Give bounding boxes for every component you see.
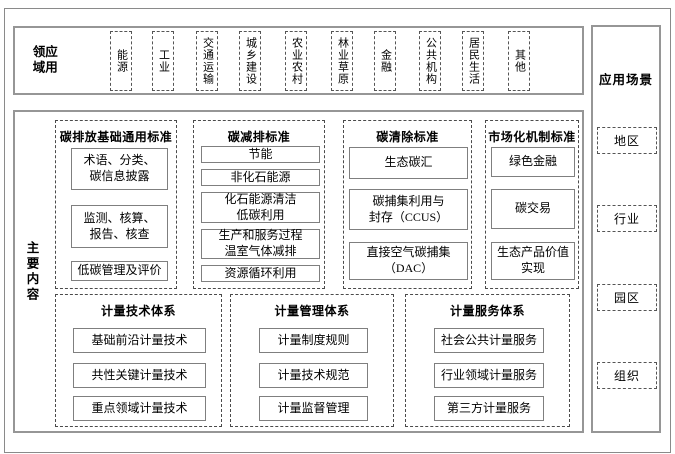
group-title: 计量管理体系	[274, 304, 350, 318]
application-scenarios-title: 应用场景	[598, 73, 653, 87]
group-carbon-emission-basic-standards: 碳排放基础通用标准 术语、分类、 碳信息披露 监测、核算、 报告、核查 低碳管理…	[55, 120, 177, 289]
standard-item: 监测、核算、 报告、核查	[71, 205, 168, 248]
field-label: 能源	[115, 49, 128, 73]
group-title: 碳排放基础通用标准	[59, 130, 173, 144]
group-title: 碳减排标准	[227, 130, 291, 144]
standard-item: 碳交易	[491, 189, 575, 229]
metrology-item: 社会公共计量服务	[434, 328, 544, 353]
application-fields-band: 应用领域 能源 工业 交通运输 城乡建设 农业农村 林业草原 金融 公共机构 居…	[13, 26, 584, 95]
metrology-item: 第三方计量服务	[434, 396, 544, 421]
field-box-transport: 交通运输	[196, 31, 218, 91]
field-box-others: 其他	[508, 31, 530, 91]
standard-item: 化石能源清洁 低碳利用	[201, 192, 320, 223]
field-label: 林业草原	[336, 37, 349, 85]
main-content-label: 主要内容	[24, 240, 39, 303]
group-carbon-removal-standards: 碳清除标准 生态碳汇 碳捕集利用与 封存（CCUS） 直接空气碳捕集 （DAC）	[343, 120, 472, 289]
group-carbon-reduction-standards: 碳减排标准 节能 非化石能源 化石能源清洁 低碳利用 生产和服务过程 温室气体减…	[193, 120, 325, 289]
field-box-industry: 工业	[152, 31, 174, 91]
group-metrology-service-system: 计量服务体系 社会公共计量服务 行业领域计量服务 第三方计量服务	[405, 294, 570, 427]
outer-frame	[4, 8, 671, 453]
group-title: 计量技术体系	[100, 304, 176, 318]
application-scenarios-column: 应用场景 地区 行业 园区 组织	[591, 25, 661, 433]
scenario-box-industry: 行业	[597, 205, 657, 232]
metrology-item: 行业领域计量服务	[434, 363, 544, 388]
metrology-item: 计量监督管理	[259, 396, 368, 421]
group-title: 碳清除标准	[376, 130, 439, 144]
standard-item: 碳捕集利用与 封存（CCUS）	[349, 189, 468, 230]
group-market-mechanism-standards: 市场化机制标准 绿色金融 碳交易 生态产品价值 实现	[485, 120, 579, 289]
field-box-urban-rural-construction: 城乡建设	[239, 31, 261, 91]
metrology-item: 计量技术规范	[259, 363, 368, 388]
standard-item: 低碳管理及评价	[71, 261, 168, 281]
application-fields-label: 应用领域	[30, 44, 58, 76]
metrology-item: 计量制度规则	[259, 328, 368, 353]
field-label: 交通运输	[201, 37, 214, 85]
field-label: 工业	[157, 49, 170, 73]
field-box-agriculture-rural: 农业农村	[285, 31, 307, 91]
metrology-item: 共性关键计量技术	[73, 363, 206, 388]
field-label: 其他	[513, 49, 526, 73]
field-box-finance: 金融	[374, 31, 396, 91]
scenario-box-park: 园区	[597, 284, 657, 311]
field-label: 公共机构	[424, 37, 437, 85]
field-label: 居民生活	[467, 37, 480, 85]
standard-item: 直接空气碳捕集 （DAC）	[349, 242, 468, 280]
standard-item: 资源循环利用	[201, 265, 320, 282]
main-content-box: 主要内容 碳排放基础通用标准 术语、分类、 碳信息披露 监测、核算、 报告、核查…	[13, 110, 584, 433]
metrology-item: 重点领域计量技术	[73, 396, 206, 421]
field-box-forestry-grassland: 林业草原	[331, 31, 353, 91]
group-metrology-management-system: 计量管理体系 计量制度规则 计量技术规范 计量监督管理	[230, 294, 394, 427]
standard-item: 非化石能源	[201, 169, 320, 186]
standard-item: 生态产品价值 实现	[491, 242, 575, 280]
standard-item: 生态碳汇	[349, 147, 468, 179]
field-label: 城乡建设	[244, 37, 257, 85]
group-title: 市场化机制标准	[488, 130, 576, 144]
scenario-box-organization: 组织	[597, 362, 657, 389]
scenario-box-region: 地区	[597, 127, 657, 154]
metrology-item: 基础前沿计量技术	[73, 328, 206, 353]
field-box-public-institutions: 公共机构	[419, 31, 441, 91]
standard-item: 节能	[201, 146, 320, 163]
field-label: 金融	[379, 49, 392, 73]
standard-item: 生产和服务过程 温室气体减排	[201, 228, 320, 259]
group-title: 计量服务体系	[449, 304, 525, 318]
field-box-energy: 能源	[110, 31, 132, 91]
group-metrology-technology-system: 计量技术体系 基础前沿计量技术 共性关键计量技术 重点领域计量技术	[55, 294, 222, 427]
standard-item: 术语、分类、 碳信息披露	[71, 148, 168, 190]
field-label: 农业农村	[290, 37, 303, 85]
standard-item: 绿色金融	[491, 147, 575, 177]
field-box-residents-life: 居民生活	[462, 31, 484, 91]
